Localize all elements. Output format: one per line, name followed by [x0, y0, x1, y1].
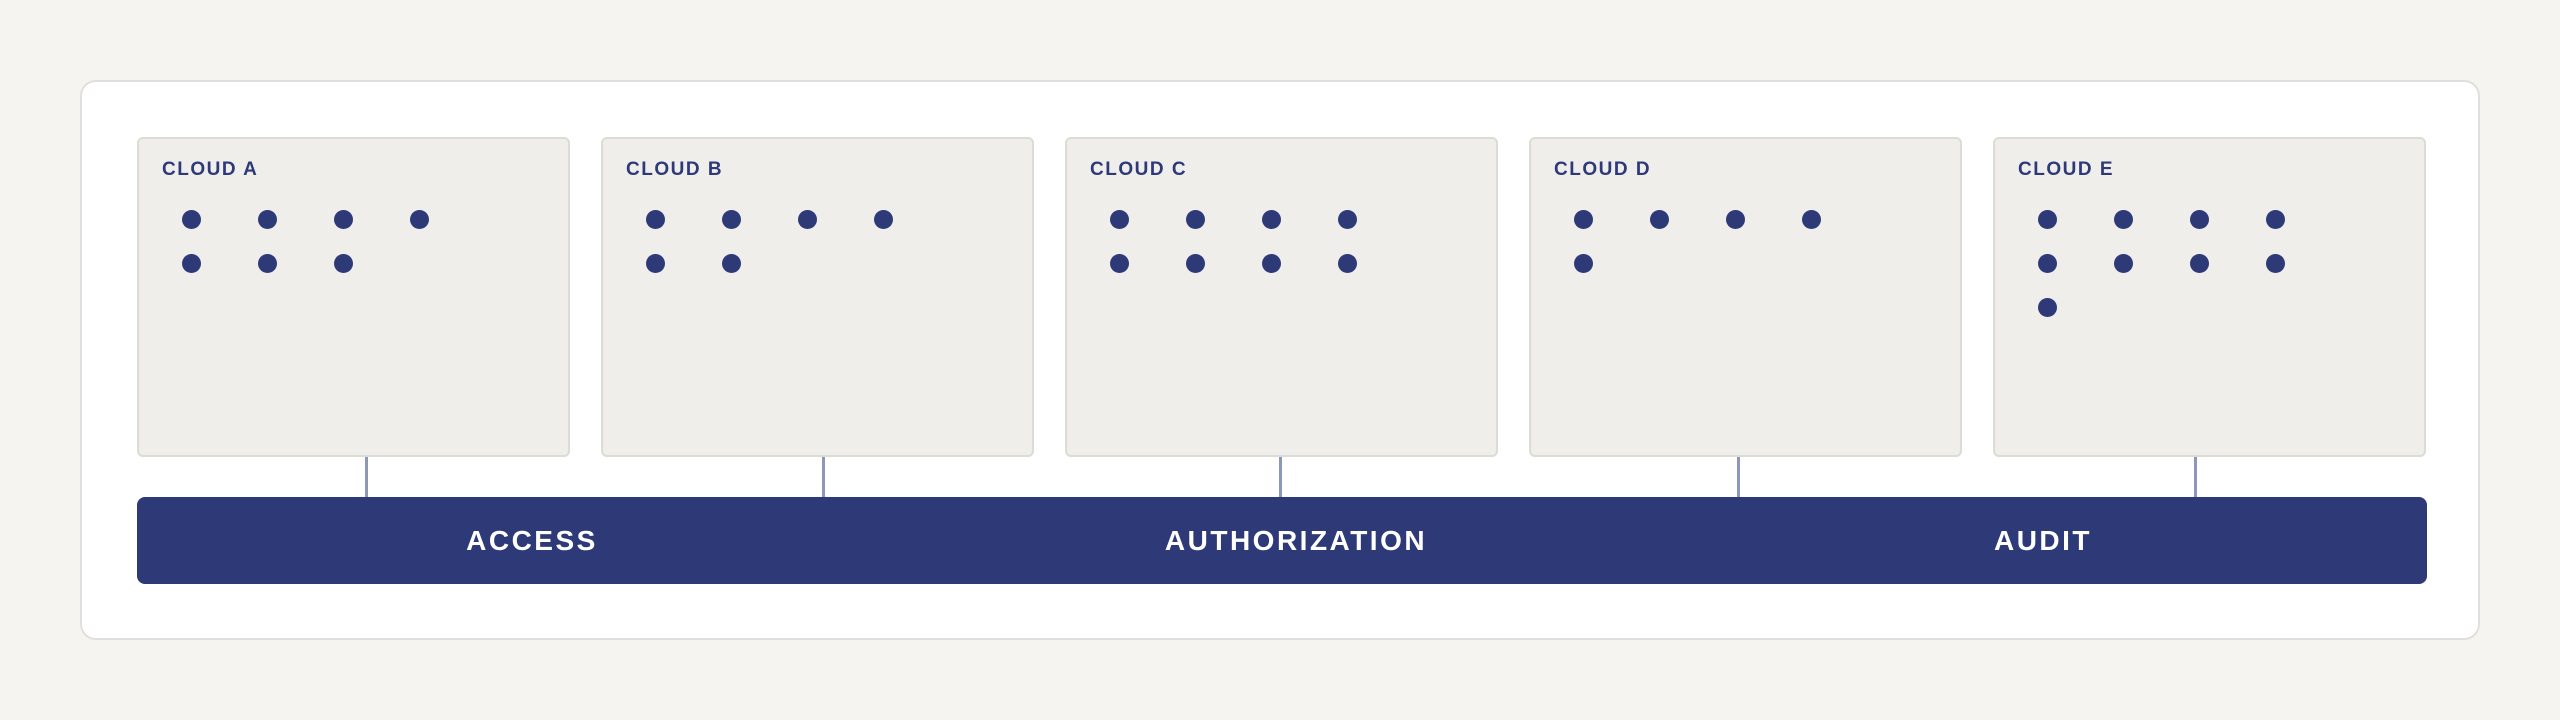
connector-cloud-b [822, 457, 825, 499]
node-dot [1338, 254, 1357, 273]
node-dot [1574, 210, 1593, 229]
node-dot [2266, 254, 2285, 273]
node-dot [1726, 210, 1745, 229]
node-dot [2114, 254, 2133, 273]
node-dot [722, 210, 741, 229]
node-dot [334, 210, 353, 229]
node-dot [182, 254, 201, 273]
cloud-a-label: CLOUD A [162, 159, 259, 180]
node-dot [258, 210, 277, 229]
node-dot [798, 210, 817, 229]
node-dot [1110, 210, 1129, 229]
node-dot [1262, 210, 1281, 229]
node-dot [646, 210, 665, 229]
node-dot [1802, 210, 1821, 229]
cloud-c-label: CLOUD C [1090, 159, 1188, 180]
node-dot [2114, 210, 2133, 229]
node-dot [1574, 254, 1593, 273]
node-dot [1186, 210, 1205, 229]
cloud-e-label: CLOUD E [2018, 159, 2114, 180]
service-audit-label: AUDIT [1993, 525, 2093, 556]
node-dot [1650, 210, 1669, 229]
node-dot [2038, 298, 2057, 317]
cloud-d: CLOUD D [1529, 137, 1962, 457]
node-dot [334, 254, 353, 273]
connector-cloud-e [2194, 457, 2197, 499]
cloud-c: CLOUD C [1065, 137, 1498, 457]
node-dot [410, 210, 429, 229]
node-dot [646, 254, 665, 273]
node-dot [1262, 254, 1281, 273]
node-dot [1338, 210, 1357, 229]
cloud-b: CLOUD B [601, 137, 1034, 457]
node-dot [2038, 210, 2057, 229]
connector-cloud-c [1279, 457, 1282, 499]
node-dot [722, 254, 741, 273]
connector-cloud-a [365, 457, 368, 499]
node-dot [1186, 254, 1205, 273]
cloud-d-label: CLOUD D [1554, 159, 1652, 180]
node-dot [2190, 210, 2209, 229]
cloud-e: CLOUD E [1993, 137, 2426, 457]
node-dot [1110, 254, 1129, 273]
cloud-a: CLOUD A [137, 137, 570, 457]
cloud-b-label: CLOUD B [626, 159, 724, 180]
node-dot [874, 210, 893, 229]
connector-cloud-d [1737, 457, 1740, 499]
node-dot [258, 254, 277, 273]
diagram-frame: CLOUD A CLOUD B CLOUD C CLOUD D CLOUD E … [80, 80, 2480, 640]
node-dot [2190, 254, 2209, 273]
node-dot [2038, 254, 2057, 273]
node-dot [2266, 210, 2285, 229]
node-dot [182, 210, 201, 229]
service-authorization-label: AUTHORIZATION [1164, 525, 1428, 556]
service-access-label: ACCESS [466, 525, 598, 556]
shared-services-bar: ACCESS AUTHORIZATION AUDIT [137, 497, 2427, 584]
